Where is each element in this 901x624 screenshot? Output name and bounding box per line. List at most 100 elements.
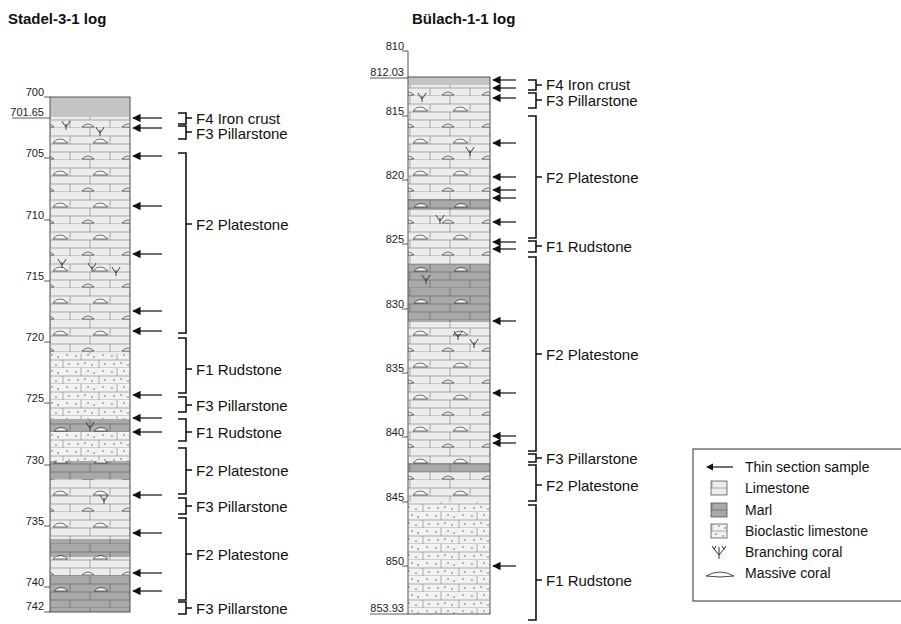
sample-arrow: [493, 197, 516, 198]
branching-coral: [86, 422, 94, 431]
depth-label: 705: [26, 148, 44, 159]
facies-label: F3 Pillarstone: [546, 451, 638, 466]
depth-ticks: [12, 97, 50, 612]
stadel-column: [12, 97, 130, 612]
sample-arrow: [133, 532, 162, 533]
bracket: [178, 397, 192, 412]
legend-text: Massive coral: [745, 565, 831, 581]
marl-layer: [408, 463, 490, 472]
branching-coral: [112, 267, 120, 276]
depth-label: 853.93: [370, 603, 404, 614]
facies-label: F2 Platestone: [196, 217, 289, 232]
depth-label: 830: [386, 299, 404, 310]
column-outline: [50, 97, 130, 612]
sample-arrow: [133, 431, 162, 432]
facies-label: F4 Iron crust: [546, 77, 630, 92]
legend-box: [693, 449, 901, 601]
sample-arrow: [133, 590, 162, 591]
sample-arrow: [493, 87, 516, 88]
sample-arrow: [493, 176, 516, 177]
bracket: [528, 505, 542, 620]
depth-label: 700: [26, 87, 44, 98]
sample-arrow: [493, 392, 516, 393]
sample-arrow: [493, 241, 516, 242]
sample-arrow: [133, 127, 162, 128]
bracket: [528, 465, 542, 501]
depth-label: 730: [26, 455, 44, 466]
bracket: [178, 153, 192, 333]
marl-layer: [50, 419, 130, 432]
legend-text: Marl: [745, 502, 772, 518]
limestone-layer: [408, 210, 490, 264]
bioclastic-layer: [50, 432, 130, 461]
bracket: [528, 116, 542, 238]
bracket: [178, 448, 192, 494]
bracket: [178, 602, 192, 614]
branching-coral: [62, 121, 70, 130]
sample-arrow: [493, 248, 516, 249]
facies-label: F2 Platestone: [196, 547, 289, 562]
marl-layer: [50, 539, 130, 557]
facies-label: F2 Platestone: [546, 347, 639, 362]
facies-label: F1 Rudstone: [196, 425, 282, 440]
depth-label: 810: [386, 41, 404, 52]
marl-layer: [50, 575, 130, 612]
bracket: [178, 126, 192, 139]
sample-arrow: [133, 205, 162, 206]
marl-layer: [408, 264, 490, 322]
bioclastic-layer: [50, 354, 130, 419]
depth-label: 715: [26, 271, 44, 282]
depth-label: 742: [26, 601, 44, 612]
branching-coral-swatch: [703, 544, 737, 560]
depth-label: 812.03: [370, 67, 404, 78]
bioclastic-swatch: [703, 523, 737, 539]
sample-arrow: [493, 565, 516, 566]
legend-text: Thin section sample: [745, 459, 870, 475]
bracket: [178, 498, 192, 514]
facies-label: F3 Pillarstone: [546, 93, 638, 108]
sample-arrow: [493, 189, 516, 190]
facies-label: F2 Platestone: [546, 478, 639, 493]
depth-label: 735: [26, 516, 44, 527]
facies-label: F3 Pillarstone: [196, 126, 288, 141]
bulach-column: [370, 51, 490, 614]
sample-arrows: [133, 80, 516, 591]
sample-arrow: [133, 117, 162, 118]
depth-label: 701.65: [10, 107, 44, 118]
facies-label: F2 Platestone: [196, 463, 289, 478]
legend-row: Thin section sample: [703, 458, 870, 476]
branching-coral: [422, 275, 430, 284]
sample-arrow: [133, 155, 162, 156]
branching-coral: [88, 263, 96, 272]
bracket: [528, 454, 542, 462]
branching-coral: [436, 215, 444, 224]
limestone-swatch: [703, 480, 737, 496]
depth-label: 740: [26, 577, 44, 588]
legend-text: Limestone: [745, 480, 810, 496]
bracket: [178, 518, 192, 600]
bracket: [178, 338, 192, 393]
limestone-layer: [50, 557, 130, 575]
marl-swatch: [703, 502, 737, 518]
branching-coral: [100, 495, 108, 504]
depth-label: 820: [386, 170, 404, 181]
log-title: Bülach-1-1 log: [412, 11, 515, 26]
depth-label: 725: [26, 393, 44, 404]
facies-label: F1 Rudstone: [546, 239, 632, 254]
depth-label: 840: [386, 427, 404, 438]
bracket: [528, 93, 542, 108]
limestone-layer: [50, 479, 130, 539]
facies-label: F3 Pillarstone: [196, 601, 288, 616]
bracket: [528, 80, 542, 90]
branching-coral: [454, 331, 462, 340]
branching-coral: [96, 127, 104, 136]
sample-arrow: [133, 394, 162, 395]
column-outline: [408, 77, 490, 614]
sample-arrow: [133, 330, 162, 331]
sample-arrow: [493, 320, 516, 321]
iron-crust-layer: [408, 77, 490, 85]
bracket: [178, 113, 192, 124]
sample-arrow: [133, 253, 162, 254]
sample-arrow: [133, 417, 162, 418]
